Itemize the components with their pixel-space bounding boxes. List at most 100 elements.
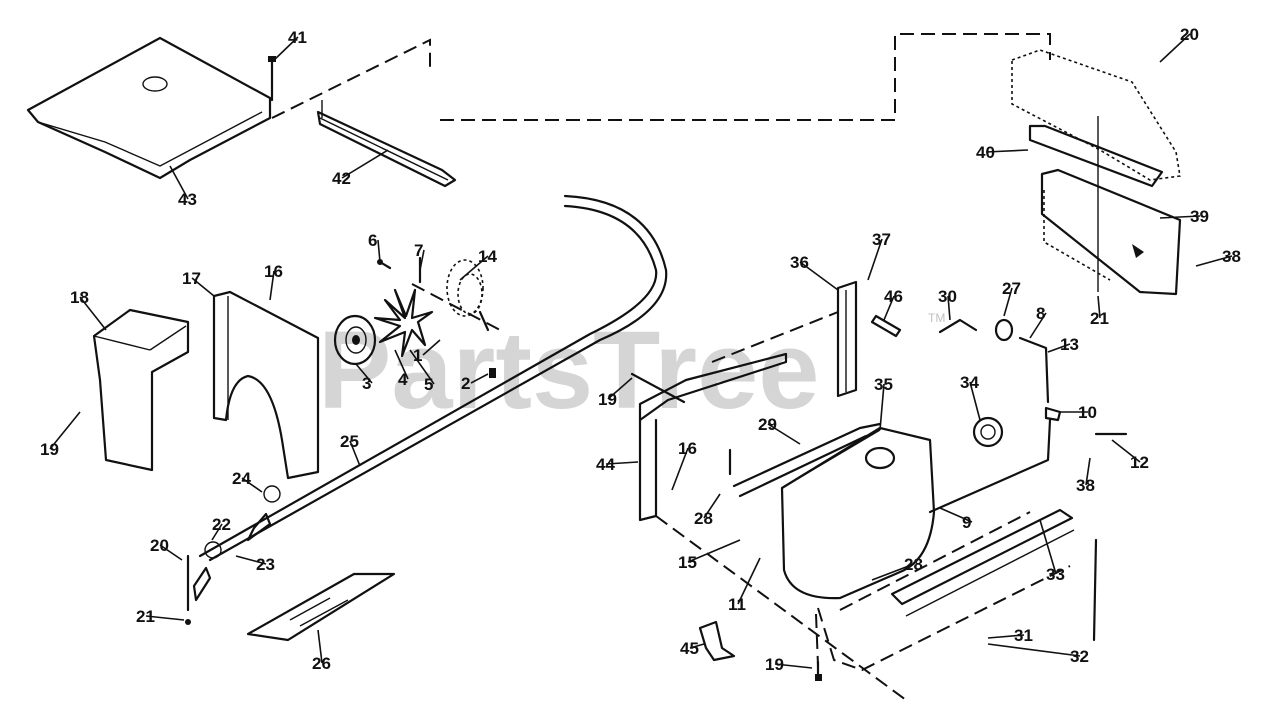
part-39-bracket	[1040, 168, 1182, 296]
part-24-knob	[246, 485, 281, 542]
callout-label-c45: 45	[680, 639, 699, 658]
callout-label-c22: 22	[212, 515, 231, 534]
callout-label-c26: 26	[312, 654, 331, 673]
callout-label-c32: 32	[1070, 647, 1089, 666]
leader-c20a	[159, 544, 183, 561]
part-14-fan-blade	[446, 259, 484, 317]
callout-label-c14: 14	[478, 247, 497, 266]
part-29-tube	[732, 422, 882, 498]
callout-label-c2: 2	[461, 374, 470, 393]
leader-c46	[883, 295, 895, 321]
leader-c35	[879, 383, 885, 431]
callout-label-c16a: 16	[264, 262, 283, 281]
part-42-hinge	[316, 100, 457, 188]
leader-c40	[985, 149, 1029, 153]
part-3-pulley	[333, 314, 377, 366]
leader-c23	[235, 555, 267, 565]
hardware-20-21-left	[185, 554, 191, 625]
leader-c19c	[774, 663, 813, 669]
callout-label-c19c: 19	[765, 655, 784, 674]
callout-label-c33: 33	[1046, 565, 1065, 584]
callout-label-c28a: 28	[694, 509, 713, 528]
part-33-rail	[839, 508, 1098, 642]
leader-c38b	[1195, 255, 1233, 267]
leader-c38a	[1085, 457, 1091, 486]
upper-right-dashed-shroud	[1011, 49, 1181, 292]
leader-c32	[987, 643, 1081, 657]
callout-label-c20b: 20	[1180, 25, 1199, 44]
leader-c24	[241, 477, 263, 493]
callout-label-c15: 15	[678, 553, 697, 572]
part-26-plate	[246, 572, 396, 642]
callout-label-c23: 23	[256, 555, 275, 574]
callout-label-c39: 39	[1190, 207, 1209, 226]
callout-label-c13: 13	[1060, 335, 1079, 354]
leader-c9	[939, 507, 973, 523]
leader-c12	[1111, 439, 1141, 463]
part-5-fan	[373, 288, 434, 358]
callout-label-c9: 9	[962, 513, 971, 532]
leader-c15	[687, 539, 741, 563]
callout-label-c16b: 16	[678, 439, 697, 458]
leader-c4	[394, 349, 409, 380]
callout-label-c21a: 21	[136, 607, 155, 626]
callout-label-c10: 10	[1078, 403, 1097, 422]
callout-label-c28b: 28	[904, 555, 923, 574]
callout-label-c18: 18	[70, 288, 89, 307]
leader-c25	[349, 440, 361, 467]
part-22-knob	[192, 541, 222, 602]
alignment-line-top	[271, 33, 1051, 121]
leader-c33	[1039, 519, 1057, 575]
leader-c43	[169, 165, 189, 200]
leader-c27	[1003, 287, 1013, 317]
part-25-cable	[198, 194, 668, 562]
leader-c19a	[49, 411, 81, 450]
callout-label-c37: 37	[872, 230, 891, 249]
callout-label-c38b: 38	[1222, 247, 1241, 266]
leader-c28a	[703, 493, 721, 519]
leader-c34	[969, 381, 981, 421]
leader-c29	[767, 423, 801, 445]
leader-c6	[377, 239, 381, 263]
hardware-19-right	[630, 372, 822, 681]
callout-label-c36: 36	[790, 253, 809, 272]
leader-c22	[211, 523, 223, 541]
part-40-bracket	[1028, 124, 1164, 188]
callout-label-c35: 35	[874, 375, 893, 394]
callout-label-c3: 3	[362, 374, 371, 393]
callout-label-c44: 44	[596, 455, 615, 474]
leader-c28b	[871, 563, 915, 581]
leader-c20b	[1159, 33, 1191, 63]
lower-dashed-outline	[815, 565, 1071, 672]
leader-c44	[605, 461, 639, 465]
callout-label-c31: 31	[1014, 626, 1033, 645]
callout-label-c43: 43	[178, 190, 197, 209]
callout-label-c41: 41	[288, 28, 307, 47]
part-46-pin	[870, 314, 902, 338]
leader-c16b	[671, 447, 689, 491]
leader-c16a	[269, 270, 275, 301]
watermark-trademark: TM	[928, 311, 945, 325]
leader-c3	[355, 363, 373, 384]
part-41-bolt	[268, 56, 276, 102]
callout-label-c38a: 38	[1076, 476, 1095, 495]
callout-label-c8: 8	[1036, 304, 1045, 323]
part-36-bracket	[836, 280, 858, 398]
callout-label-c5: 5	[424, 375, 433, 394]
callout-label-c24: 24	[232, 469, 251, 488]
callout-label-c20a: 20	[150, 536, 169, 555]
callout-label-c7: 7	[414, 241, 423, 260]
part-9-tube	[928, 418, 1052, 514]
leader-c30	[947, 295, 951, 321]
leader-c42	[341, 149, 389, 179]
leader-c18	[79, 296, 107, 331]
watermark: PartsTree	[318, 309, 819, 432]
callout-label-c12: 12	[1130, 453, 1149, 472]
leader-c37	[867, 238, 883, 281]
part-18-shroud	[92, 308, 190, 472]
callout-label-c40: 40	[976, 143, 995, 162]
part-34-cap	[972, 416, 1004, 448]
callout-label-c30: 30	[938, 287, 957, 306]
